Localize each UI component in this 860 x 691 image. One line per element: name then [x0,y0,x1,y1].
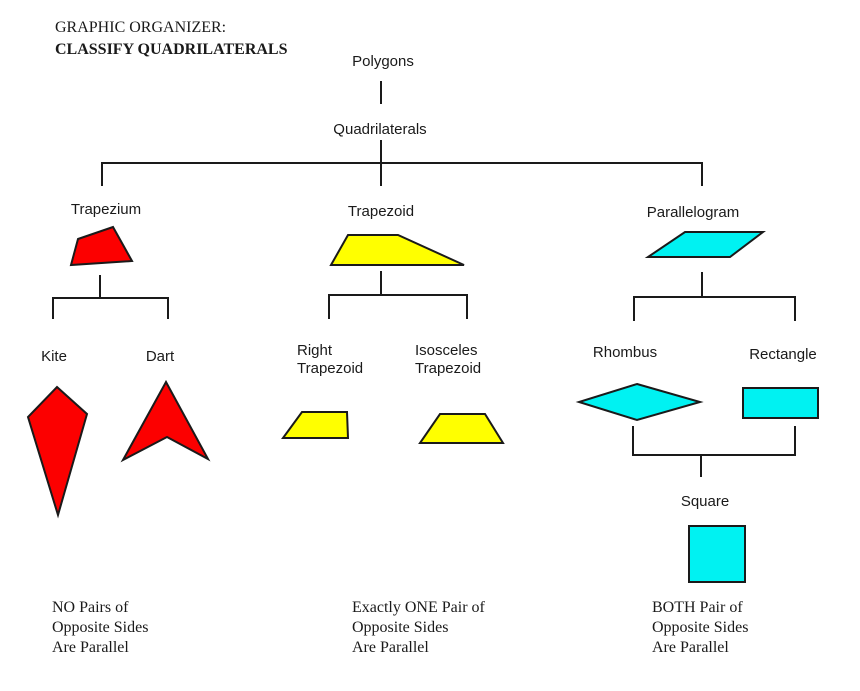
trapezoid-shape [329,234,465,266]
node-kite: Kite [41,348,67,365]
note-left-line2: Opposite Sides [52,619,149,636]
note-center-line3: Are Parallel [352,639,429,656]
note-right-line3: Are Parallel [652,639,729,656]
note-center-line1: Exactly ONE Pair of [352,599,485,616]
kite-shape [26,385,89,519]
node-right-trapezoid: Right Trapezoid [297,342,363,378]
page-title: GRAPHIC ORGANIZER: CLASSIFY QUADRILATERA… [55,17,288,61]
note-right-line1: BOTH Pair of [652,599,743,616]
note-one-pair-parallel: Exactly ONE Pair of Opposite Sides Are P… [352,598,485,658]
note-both-pairs-parallel: BOTH Pair of Opposite Sides Are Parallel [652,598,748,658]
node-right-trapezoid-line1: Right [297,342,333,359]
node-rectangle: Rectangle [749,346,817,363]
node-trapezium: Trapezium [70,201,142,218]
shape-layer [26,225,819,583]
node-trapezoid: Trapezoid [347,203,415,220]
node-polygons: Polygons [352,53,414,70]
isosceles-trapezoid-shape [418,413,505,444]
parallelogram-shape [644,231,766,258]
node-isosceles-trapezoid-line2: Trapezoid [415,360,482,377]
node-isosceles-trapezoid-line1: Isosceles [415,342,478,359]
node-quadrilaterals: Quadrilaterals [333,121,427,138]
trapezium-shape [69,225,134,267]
node-parallelogram: Parallelogram [646,204,740,221]
right-trapezoid-shape [281,411,350,439]
node-rhombus: Rhombus [592,344,658,361]
note-center-line2: Opposite Sides [352,619,449,636]
note-right-line2: Opposite Sides [652,619,749,636]
tree-connectors [52,81,796,477]
title-line1: GRAPHIC ORGANIZER: [55,19,227,36]
rhombus-shape [575,382,704,422]
note-left-line3: Are Parallel [52,639,129,656]
node-dart: Dart [145,348,175,365]
node-right-trapezoid-line2: Trapezoid [297,360,364,377]
note-left-line1: NO Pairs of [52,599,129,616]
node-isosceles-trapezoid: Isosceles Trapezoid [415,342,481,378]
title-line2: CLASSIFY QUADRILATERALS [55,41,288,58]
note-no-pairs-parallel: NO Pairs of Opposite Sides Are Parallel [52,598,148,658]
node-square: Square [680,493,730,510]
square-shape [688,525,746,583]
dart-shape [120,379,211,463]
rectangle-shape [742,387,819,419]
